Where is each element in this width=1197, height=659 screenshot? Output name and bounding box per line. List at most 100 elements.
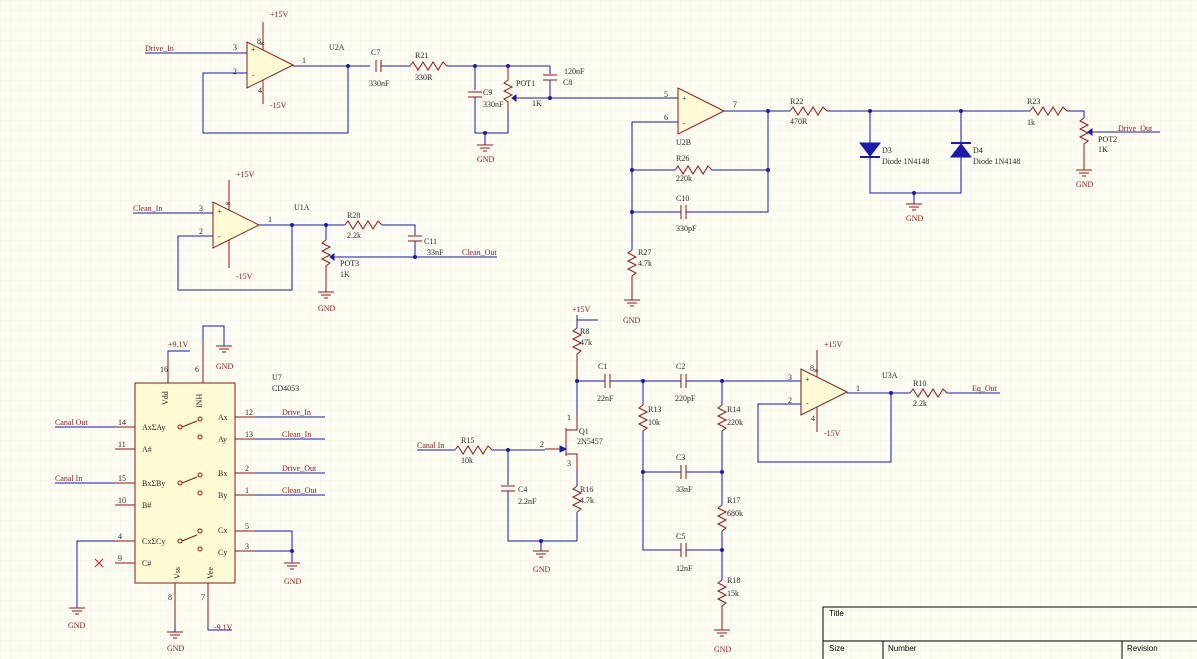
diode-d4[interactable] <box>949 142 973 158</box>
resistor-r23[interactable] <box>1029 106 1068 116</box>
svg-text:+: + <box>251 45 256 54</box>
u7-vee: Vee <box>206 567 215 579</box>
u7-inh: INH <box>195 394 204 408</box>
pot-pot3[interactable] <box>320 239 338 292</box>
pot3-ref: POT3 <box>340 259 359 268</box>
gnd-symbol-6 <box>216 345 232 353</box>
u3a-vpos-label: +15V <box>824 340 843 349</box>
opamp-u2a[interactable]: + - ∞ <box>246 22 295 104</box>
net-canal-out: Canal Out <box>55 418 88 427</box>
pot1-val: 1K <box>532 99 542 108</box>
c8-ref: C8 <box>563 78 572 87</box>
jfet-q1[interactable] <box>545 415 578 470</box>
resistor-r22[interactable] <box>789 106 828 116</box>
r15-ref: R15 <box>461 436 474 445</box>
c5-ref: C5 <box>676 532 685 541</box>
gnd-symbol-10 <box>533 550 549 558</box>
u7-pin6: 6 <box>195 365 199 374</box>
opamp-u1a[interactable]: + - ∞ <box>212 180 261 268</box>
title-block-number: Number <box>888 644 917 653</box>
c4-ref: C4 <box>518 485 527 494</box>
resistor-r13[interactable] <box>637 404 649 432</box>
net-canal-in: Canal In <box>55 474 82 483</box>
c1-ref: C1 <box>598 362 607 371</box>
resistor-r18[interactable] <box>716 579 728 630</box>
u2b-ref: U2B <box>676 138 691 147</box>
r23-val: 1k <box>1027 118 1035 127</box>
u2a-pin1: 1 <box>302 56 306 65</box>
pot2-val: 1K <box>1098 145 1108 154</box>
net-clean-in-2: Clean_In <box>282 430 311 439</box>
opamp-u2b[interactable]: + - <box>677 87 726 135</box>
u7-bx: Bx <box>218 469 227 478</box>
u1a-pin1: 1 <box>268 215 272 224</box>
r28-val: 2.2k <box>347 231 361 240</box>
svg-text:∞: ∞ <box>813 366 819 375</box>
svg-text:-: - <box>218 232 221 241</box>
resistor-r26[interactable] <box>674 165 713 175</box>
r10-val: 2.2k <box>913 399 927 408</box>
q1-vpos-label: +15V <box>572 305 591 314</box>
r16-ref: R16 <box>580 485 593 494</box>
title-block-title: Title <box>829 609 844 618</box>
pot3-val: 1K <box>340 270 350 279</box>
r27-ref: R27 <box>638 248 651 257</box>
resistor-r27[interactable] <box>626 249 638 300</box>
c10-ref: C10 <box>676 194 689 203</box>
svg-text:+: + <box>805 375 810 384</box>
gnd-label-7: GND <box>167 644 185 653</box>
q1-val: 2N5457 <box>577 437 603 446</box>
c2-ref: C2 <box>676 362 685 371</box>
u3a-ref: U3A <box>882 371 898 380</box>
resistor-r14[interactable] <box>716 404 728 432</box>
u7-pin12: 12 <box>245 408 253 417</box>
clean-stage: + - ∞ +15V -15V U1A 3 2 1 Clean_In R28 2… <box>133 170 497 313</box>
u2a-pin8: 8 <box>257 37 261 46</box>
r22-val: 470R <box>790 117 808 126</box>
drive-stage: + - ∞ +15V -15V U2A 3 2 1 8 4 Drive_In C… <box>145 10 1160 325</box>
cd4053-body[interactable] <box>134 382 236 584</box>
u7-a: A# <box>142 445 152 454</box>
svg-text:+: + <box>682 94 687 103</box>
resistor-r8[interactable] <box>571 327 583 381</box>
u7-pin16: 16 <box>160 365 168 374</box>
u2a-vpos-label: +15V <box>270 10 289 19</box>
u3a-pin4: 4 <box>811 414 815 423</box>
q1-pin2: 2 <box>540 440 544 449</box>
pot-pot2[interactable] <box>1078 117 1096 170</box>
u1a-ref: U1A <box>294 203 310 212</box>
u2b-pin6: 6 <box>664 113 668 122</box>
pot-pot1[interactable] <box>502 66 520 110</box>
switch-a <box>177 416 203 440</box>
d3-ref: D3 <box>882 146 892 155</box>
c5-val: 12nF <box>676 564 693 573</box>
r14-val: 220k <box>727 418 743 427</box>
neg-9v1-label: -9.1V <box>214 623 233 632</box>
title-block: Title Size Number Revision <box>822 606 1197 659</box>
gnd-label-5: GND <box>318 304 336 313</box>
resistor-r15[interactable] <box>454 445 493 455</box>
u7-pin2: 2 <box>245 464 249 473</box>
r23-ref: R23 <box>1027 97 1040 106</box>
resistor-r16[interactable] <box>571 485 583 513</box>
r15-val: 10k <box>461 456 473 465</box>
resistor-r21[interactable] <box>409 61 448 71</box>
title-block-revision: Revision <box>1127 644 1158 653</box>
u3a-pin2: 2 <box>788 396 792 405</box>
c1-val: 22nF <box>597 394 614 403</box>
net-eq-out: Eq_Out <box>972 384 998 393</box>
u7-val: CD4053 <box>272 384 299 393</box>
u7-axay: AxΣAy <box>142 423 165 432</box>
switch-b <box>177 472 203 496</box>
u7-pin4: 4 <box>118 532 122 541</box>
resistor-r28[interactable] <box>344 220 383 230</box>
q1-ref: Q1 <box>579 427 589 436</box>
r14-ref: R14 <box>727 405 740 414</box>
resistor-r10[interactable] <box>909 388 948 398</box>
opamp-u3a[interactable]: + - ∞ <box>800 350 849 432</box>
u7-vdd: Vdd <box>161 391 170 405</box>
c3-ref: C3 <box>676 453 685 462</box>
gnd-label-6: GND <box>216 362 234 371</box>
resistor-r17[interactable] <box>716 504 728 532</box>
